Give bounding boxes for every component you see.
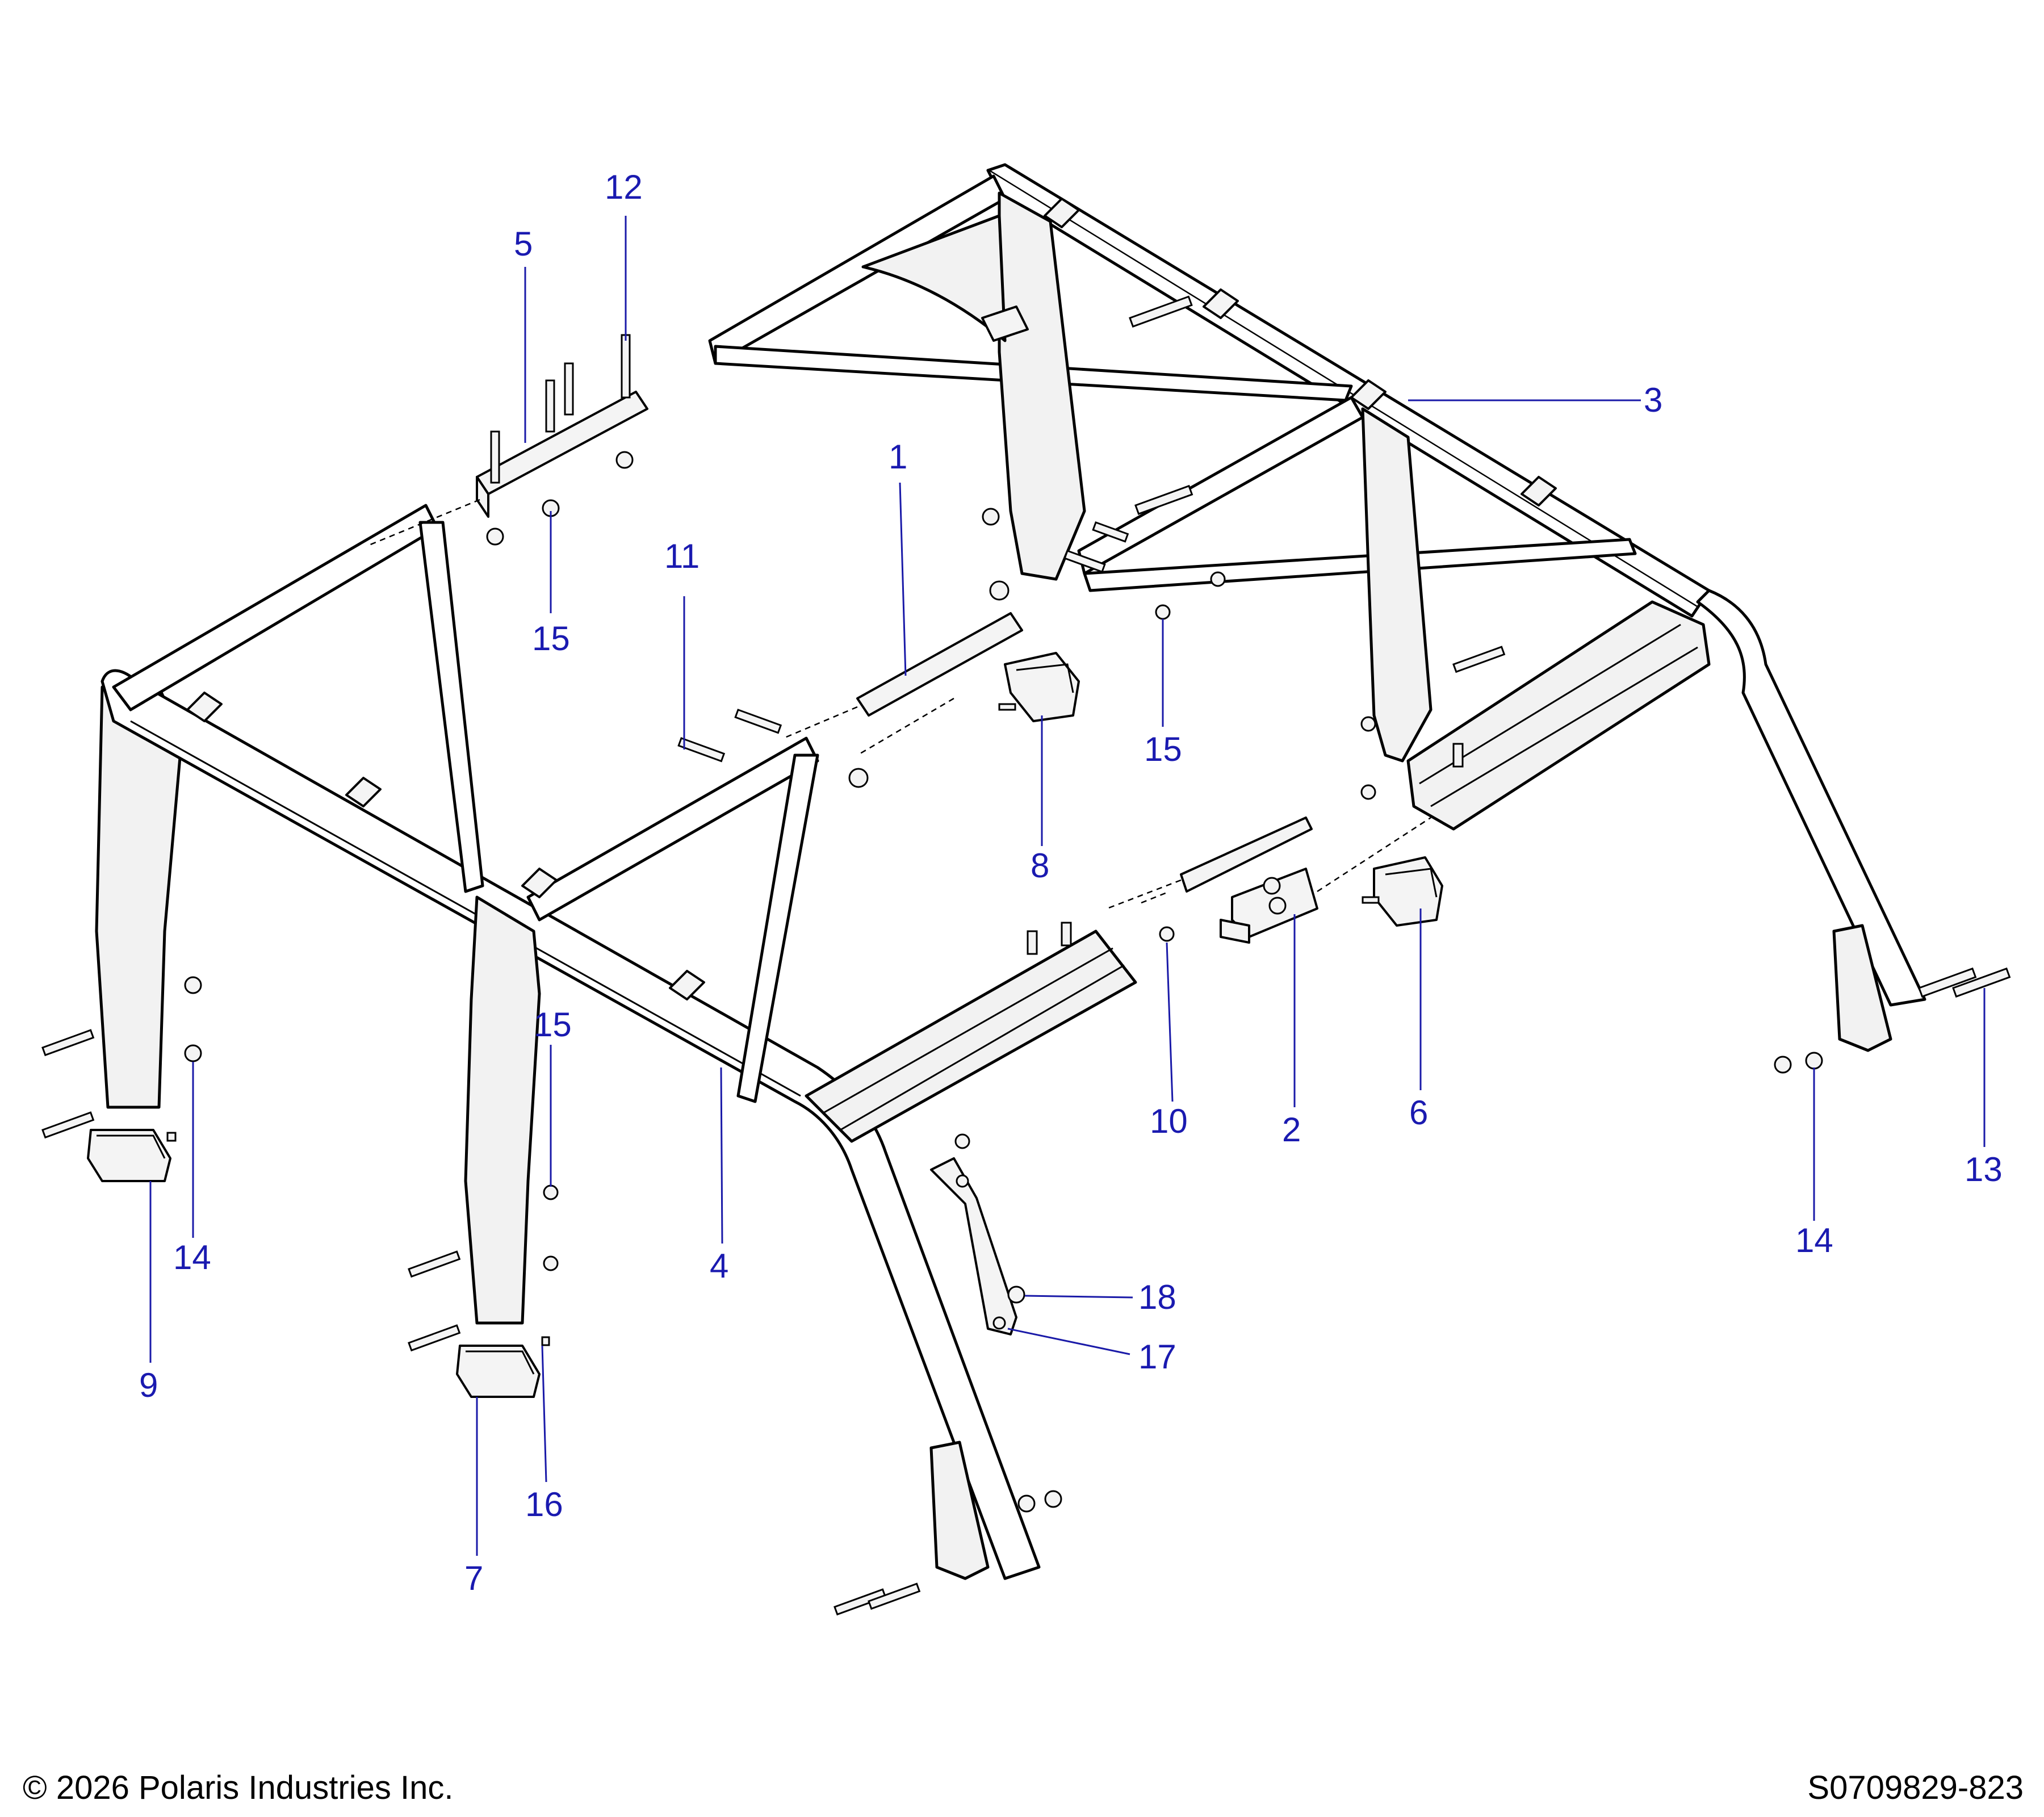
rear-cage-frame bbox=[708, 163, 1926, 1052]
copyright-notice: © 2026 Polaris Industries Inc. bbox=[23, 1769, 454, 1806]
callout-4: 4 bbox=[710, 1247, 728, 1285]
callout-15c: 15 bbox=[534, 1006, 572, 1044]
front-cage-frame bbox=[95, 504, 1137, 1580]
callout-12: 12 bbox=[605, 168, 643, 206]
callout-10: 10 bbox=[1150, 1102, 1188, 1140]
callout-7: 7 bbox=[464, 1559, 483, 1597]
callout-labels: 1 2 3 4 5 6 7 8 9 10 11 12 13 14 14 15 1… bbox=[139, 168, 2003, 1597]
callout-14a: 14 bbox=[173, 1238, 211, 1276]
drawing-number: S0709829-823 bbox=[1807, 1769, 2024, 1806]
callout-16: 16 bbox=[525, 1485, 563, 1523]
fasteners bbox=[41, 295, 2011, 1616]
callout-13: 13 bbox=[1965, 1150, 2003, 1188]
callout-17: 17 bbox=[1138, 1338, 1176, 1376]
part-7-foot-block bbox=[456, 1345, 541, 1398]
callout-3: 3 bbox=[1644, 381, 1662, 419]
callout-11: 11 bbox=[664, 537, 700, 575]
leader-lines bbox=[149, 216, 1986, 1556]
callout-2: 2 bbox=[1282, 1111, 1301, 1149]
callout-14b: 14 bbox=[1795, 1221, 1833, 1259]
callout-18: 18 bbox=[1138, 1278, 1176, 1316]
callout-9: 9 bbox=[139, 1366, 158, 1404]
part-17-strut bbox=[930, 1133, 1025, 1335]
part-6-bump-stop bbox=[1362, 856, 1443, 927]
callout-6: 6 bbox=[1409, 1094, 1428, 1132]
part-2-bracket bbox=[1107, 817, 1431, 944]
part-8-bump-stop bbox=[998, 652, 1080, 722]
callout-15b: 15 bbox=[1144, 730, 1182, 768]
callout-1: 1 bbox=[889, 438, 907, 476]
part-5-bracket bbox=[368, 334, 648, 546]
callout-15a: 15 bbox=[532, 619, 570, 658]
callout-8: 8 bbox=[1031, 847, 1049, 885]
part-9-foot-block bbox=[87, 1129, 171, 1182]
callout-5: 5 bbox=[514, 225, 533, 263]
part-1-plate bbox=[677, 580, 1023, 788]
